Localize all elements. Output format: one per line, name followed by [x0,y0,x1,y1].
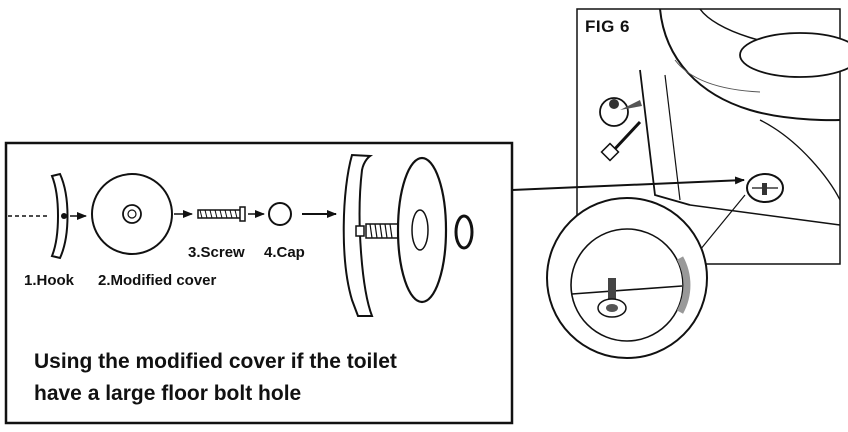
cover-hole [127,209,137,219]
toilet-shading [674,59,761,93]
label-cap: 4.Cap [264,244,305,261]
zoom-inner-shadow [676,256,691,314]
floor-line [689,204,841,226]
bolt-cap-screw [762,183,767,195]
toilet-pedestal-left [639,69,691,206]
hook-hole [61,213,67,219]
label-modified-cover: 2.Modified cover [98,272,217,289]
assembled-screw-thread [369,223,393,239]
assembled-hook-hole [355,225,365,237]
label-screw: 3.Screw [188,244,245,261]
small-hook-disc [599,97,629,127]
zoom-slot-line [571,285,683,295]
toilet-seat-opening [739,32,848,78]
hook-part [50,172,69,260]
assembled-cover-ring [411,209,429,251]
screwdriver-tip [600,142,620,162]
screw-thread [199,209,238,219]
toilet-base-curve [759,119,841,201]
caption-line-2: have a large floor bolt hole [34,382,302,405]
toilet-pedestal-inner [664,74,681,201]
label-hook: 1.Hook [24,272,75,289]
small-hook-hub [609,99,619,109]
screw-part [197,206,246,222]
toilet-bowl-outline [659,8,841,122]
parts-panel [4,141,514,425]
small-hook-arm [620,100,642,110]
screw-head [239,206,246,222]
zoom-callout [546,194,746,359]
zoom-circle-inner [570,228,684,342]
zoom-leader-line [699,194,746,251]
pointer-arrow-to-toilet [511,176,745,191]
caption-line-1: Using the modified cover if the toilet [34,350,397,373]
zoom-bolt-cap-hole [606,304,618,312]
assembled-cap [454,214,474,250]
zoom-bolt [608,278,616,306]
figure-label: FIG 6 [585,17,631,36]
screwdriver-shaft [610,120,642,154]
cap-part [268,202,292,226]
assembled-part [342,153,474,317]
